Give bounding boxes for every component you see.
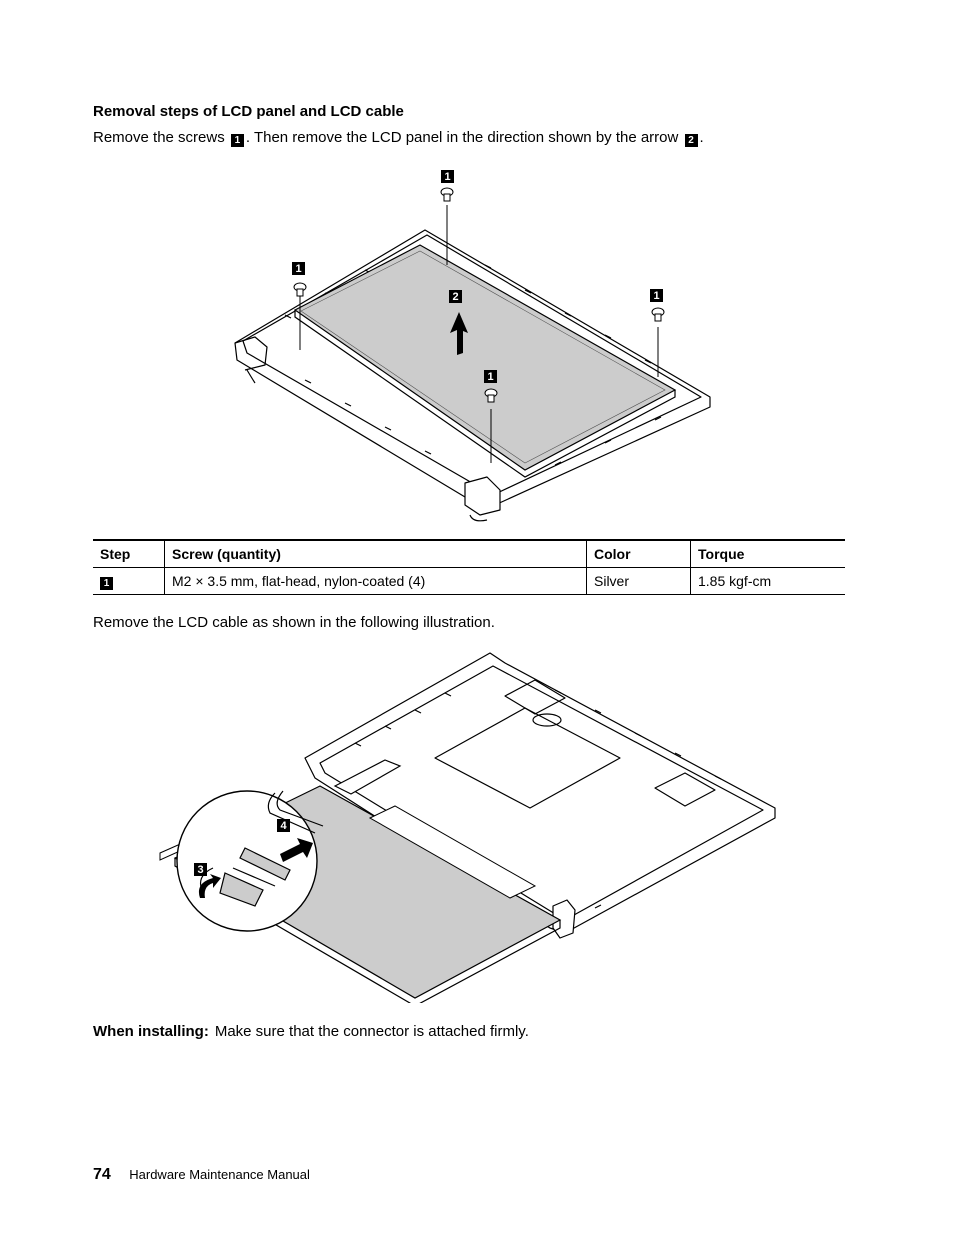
table-header-row: Step Screw (quantity) Color Torque <box>93 539 845 568</box>
callout-3 <box>194 863 207 876</box>
instruction-text-3: . <box>699 129 704 146</box>
screw-spec-table: Step Screw (quantity) Color Torque 1 M2 … <box>93 539 845 595</box>
header-screw: Screw (quantity) <box>164 539 587 568</box>
push-arrow-icon <box>280 838 313 862</box>
lcd-cable-removal-illustration: 4 3 <box>159 652 776 1003</box>
instruction-text-2: . Then remove the LCD panel in the direc… <box>245 129 679 146</box>
cell-step: 1 <box>93 567 165 595</box>
table-row: 1 M2 × 3.5 mm, flat-head, nylon-coated (… <box>93 567 845 595</box>
header-torque: Torque <box>690 539 845 568</box>
callout-2 <box>449 290 462 303</box>
callout-1-left <box>292 262 305 275</box>
instruction-cable: Remove the LCD cable as shown in the fol… <box>93 614 495 631</box>
callout-2-label: 2 <box>452 291 458 303</box>
installing-note: When installing: Make sure that the conne… <box>93 1023 529 1040</box>
step-badge-1: 1 <box>230 134 244 147</box>
page-number: 74 <box>93 1166 111 1183</box>
callout-1-top <box>441 170 454 183</box>
installing-label: When installing: <box>93 1023 209 1040</box>
header-step: Step <box>93 539 165 568</box>
installing-text: Make sure that the connector is attached… <box>214 1023 529 1040</box>
callout-4 <box>277 819 290 832</box>
callout-4-label: 4 <box>280 820 287 832</box>
instruction-text-1: Remove the screws <box>93 129 225 146</box>
up-arrow-icon <box>450 312 468 355</box>
header-color: Color <box>586 539 691 568</box>
manual-title: Hardware Maintenance Manual <box>129 1167 310 1182</box>
callout-1-right-label: 1 <box>653 290 659 302</box>
callout-1-bottom <box>484 370 497 383</box>
callout-1-bottom-label: 1 <box>487 371 493 383</box>
page-footer: 74 Hardware Maintenance Manual <box>93 1166 310 1184</box>
callout-1-right <box>650 289 663 302</box>
step-badge-2: 2 <box>684 134 698 147</box>
callout-3-label: 3 <box>197 864 203 876</box>
cell-torque: 1.85 kgf-cm <box>690 567 845 595</box>
step-badge-table: 1 <box>100 577 113 590</box>
section-title: Removal steps of LCD panel and LCD cable <box>93 103 404 120</box>
callout-1-top-label: 1 <box>444 171 450 183</box>
lift-arrow-icon <box>198 874 221 898</box>
cell-screw: M2 × 3.5 mm, flat-head, nylon-coated (4) <box>164 567 587 595</box>
cell-color: Silver <box>586 567 691 595</box>
callout-1-left-label: 1 <box>295 263 301 275</box>
lcd-panel-removal-illustration: 1 1 1 1 2 <box>234 170 711 522</box>
instruction-screws: Remove the screws 1. Then remove the LCD… <box>93 129 704 147</box>
